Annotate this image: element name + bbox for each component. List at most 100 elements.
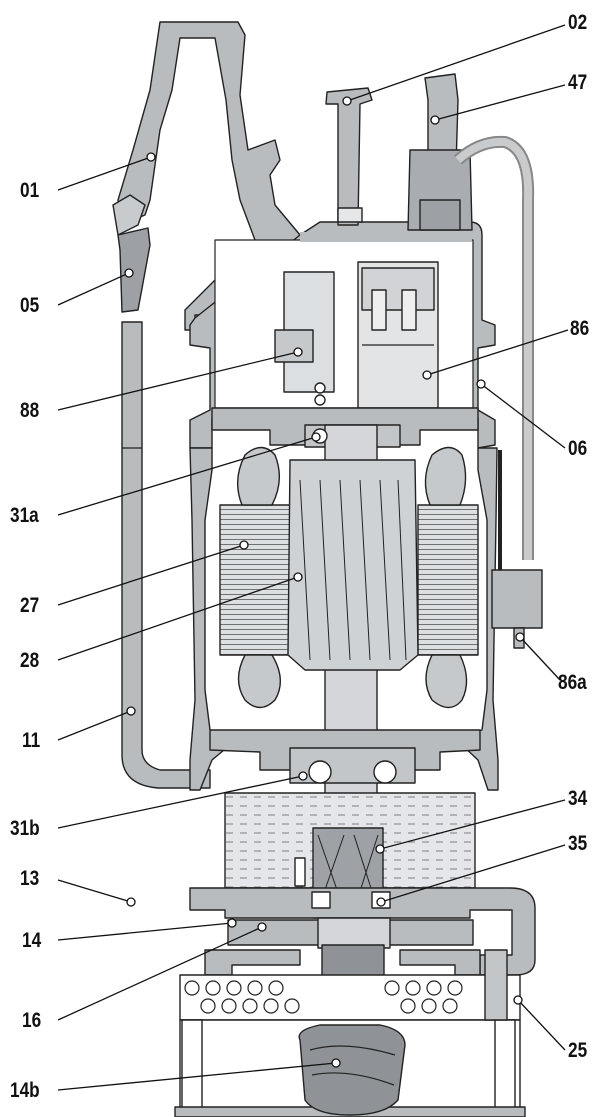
rotor-bar-6 xyxy=(397,479,407,661)
label-86a: 86a xyxy=(558,671,587,694)
leader-11 xyxy=(57,710,132,741)
cable-loop-inner xyxy=(455,137,533,560)
impeller-vane xyxy=(309,1045,396,1086)
terminal-block-front xyxy=(274,329,314,363)
terminal-screw xyxy=(314,382,326,394)
leader-13 xyxy=(57,879,132,903)
dot-01 xyxy=(146,152,156,162)
float-switch-box xyxy=(491,569,543,629)
label-25: 25 xyxy=(568,1039,588,1062)
impeller xyxy=(298,1024,406,1116)
handle-bolt xyxy=(337,207,363,223)
label-14b: 14b xyxy=(10,1079,40,1102)
coil-end-top-left xyxy=(237,446,280,506)
dot-31b xyxy=(298,771,308,781)
dot-86 xyxy=(422,370,432,380)
leader-47 xyxy=(434,84,566,121)
dot-02 xyxy=(342,96,352,106)
strainer-post-right xyxy=(494,1019,516,1117)
leader-88 xyxy=(57,351,299,411)
lower-bearing-right xyxy=(373,760,397,784)
label-35: 35 xyxy=(568,832,588,855)
dot-14 xyxy=(227,918,237,928)
leader-25 xyxy=(517,999,566,1051)
coil-end-bottom-left xyxy=(237,654,281,709)
label-06: 06 xyxy=(568,437,588,460)
leader-86a xyxy=(519,636,561,681)
label-47: 47 xyxy=(568,71,588,94)
dot-05 xyxy=(124,268,134,278)
leader-35 xyxy=(380,844,566,903)
lower-bearing-housing xyxy=(289,747,416,784)
inner-cavity-wall xyxy=(300,232,472,242)
label-88: 88 xyxy=(20,399,40,422)
coil-end-bottom-right xyxy=(425,654,468,709)
dot-28 xyxy=(293,572,303,582)
sealing-plug xyxy=(294,857,306,887)
dot-86a xyxy=(515,632,525,642)
discharge-clamp xyxy=(112,194,146,236)
lifting-handle xyxy=(325,87,373,226)
coil-end-top-right xyxy=(424,446,467,506)
label-01: 01 xyxy=(20,179,40,202)
dot-31a xyxy=(311,432,321,442)
dot-88 xyxy=(293,347,303,357)
leader-06 xyxy=(480,383,566,449)
leader-34 xyxy=(379,799,566,850)
rotor-bar-3 xyxy=(339,479,351,661)
rotor xyxy=(287,459,419,671)
dot-35 xyxy=(376,897,386,907)
dot-11 xyxy=(126,706,136,716)
dot-47 xyxy=(430,115,440,125)
label-13: 13 xyxy=(20,867,40,890)
strainer-post-left xyxy=(181,1019,203,1117)
label-14: 14 xyxy=(22,929,42,952)
leader-16 xyxy=(57,926,263,1021)
dot-16 xyxy=(257,922,267,932)
rotor-bar-5 xyxy=(379,479,391,661)
leader-27 xyxy=(57,544,245,606)
dot-25 xyxy=(513,995,523,1005)
label-27: 27 xyxy=(20,594,40,617)
label-16: 16 xyxy=(22,1009,42,1032)
leader-28 xyxy=(57,576,299,661)
diffuser-ring-right xyxy=(399,949,481,976)
rotor-bar-4 xyxy=(359,479,371,661)
label-86: 86 xyxy=(570,317,590,340)
label-31b: 31b xyxy=(10,817,40,840)
label-28: 28 xyxy=(20,649,40,672)
leader-31b xyxy=(57,775,304,829)
shaft-hub xyxy=(317,917,391,949)
rotor-bar-2 xyxy=(319,479,331,661)
hose-connector xyxy=(117,227,151,313)
leader-02 xyxy=(346,24,566,102)
cooling-jacket xyxy=(121,321,211,789)
cable-gland-body xyxy=(419,199,461,231)
leader-14 xyxy=(57,922,233,941)
label-34: 34 xyxy=(568,787,588,810)
dot-14b xyxy=(331,1058,341,1068)
leader-05 xyxy=(57,272,130,306)
leader-86 xyxy=(426,329,569,376)
label-05: 05 xyxy=(20,294,40,317)
dot-34 xyxy=(375,844,385,854)
rotor-bar-1 xyxy=(299,479,311,661)
strainer-holes xyxy=(184,980,463,1014)
stator-winding-left xyxy=(219,504,291,656)
terminal-screw-2 xyxy=(314,394,326,406)
oil-chamber-base xyxy=(189,887,536,976)
label-11: 11 xyxy=(22,729,41,752)
leader-31a xyxy=(57,436,317,516)
diffuser-ring xyxy=(204,949,301,976)
label-31a: 31a xyxy=(10,504,39,527)
leader-14b xyxy=(57,1062,337,1091)
control-module-slot-2 xyxy=(401,289,417,331)
label-02: 02 xyxy=(568,11,588,34)
dot-06 xyxy=(476,379,486,389)
stator-winding-right xyxy=(417,504,479,656)
lower-bearing-left xyxy=(308,760,332,784)
strainer-bolt xyxy=(484,949,508,1021)
control-module-slot xyxy=(371,289,387,331)
dot-27 xyxy=(239,540,249,550)
